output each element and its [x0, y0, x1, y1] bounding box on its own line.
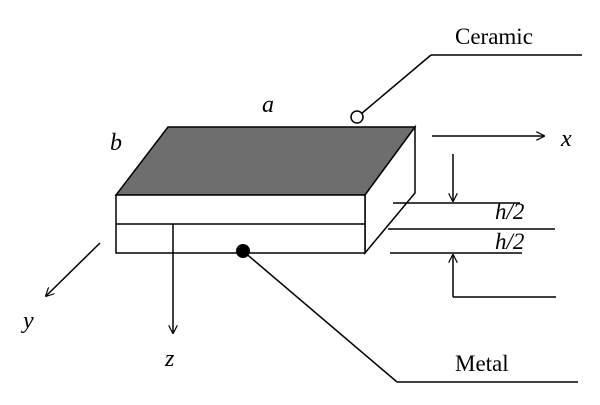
plate-top-face	[114, 126, 417, 196]
metal-label: Metal	[455, 351, 509, 376]
dimension-b-label: b	[110, 130, 122, 156]
z-axis-label: z	[164, 346, 175, 372]
metal-marker	[236, 244, 250, 258]
ceramic-label: Ceramic	[455, 24, 533, 49]
ceramic-marker	[350, 110, 364, 124]
x-axis-label: x	[560, 126, 572, 152]
half-thickness-top-label: h/2	[495, 199, 524, 224]
y-axis-label: y	[21, 308, 34, 334]
half-thickness-bottom-label: h/2	[495, 229, 524, 254]
ceramic-leader-line	[360, 54, 432, 115]
y-axis-arrow	[46, 242, 101, 296]
dimension-a-label: a	[262, 92, 274, 118]
metal-leader-line	[242, 250, 398, 383]
